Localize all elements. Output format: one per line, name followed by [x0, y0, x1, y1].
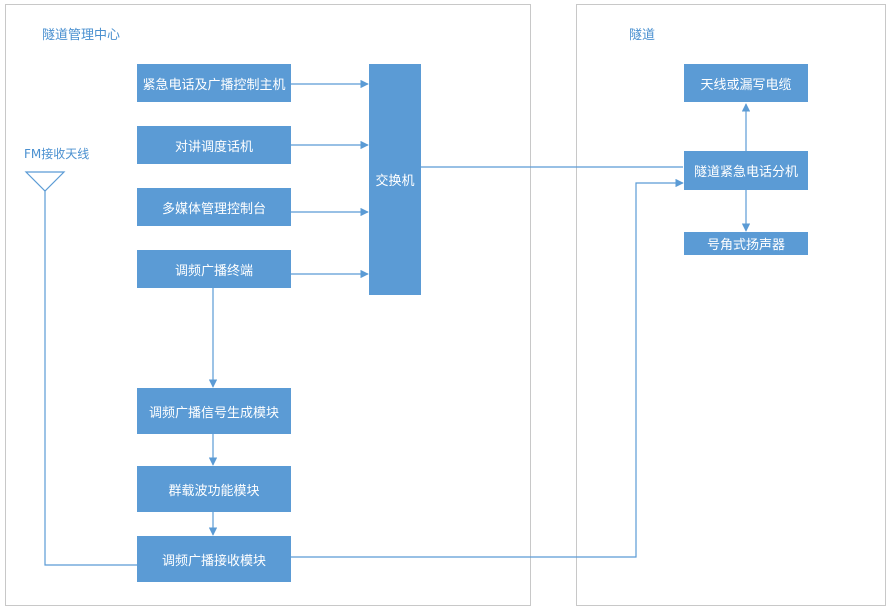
antenna-label: FM接收天线 [24, 147, 90, 161]
intercom-box: 对讲调度话机 [137, 126, 291, 164]
line-antenna-to-receiver [44, 190, 137, 566]
switch-box: 交换机 [369, 64, 421, 295]
management-center-title: 隧道管理中心 [42, 28, 121, 43]
antenna-cable-box: 天线或漏写电缆 [684, 64, 808, 102]
tunnel-title: 隧道 [629, 28, 656, 43]
tunnel-emergency-phone-box: 隧道紧急电话分机 [684, 151, 808, 190]
antenna-icon [24, 171, 66, 192]
emergency-host-box: 紧急电话及广播控制主机 [137, 64, 291, 102]
fm-terminal-box: 调频广播终端 [137, 250, 291, 288]
multimedia-console-box: 多媒体管理控制台 [137, 188, 291, 226]
fm-receiver-box: 调频广播接收模块 [137, 536, 291, 582]
horn-speaker-box: 号角式扬声器 [684, 232, 808, 255]
fm-signal-generator-box: 调频广播信号生成模块 [137, 388, 291, 434]
tunnel-panel [576, 4, 886, 606]
arrow-receiver-to-tunnel-phone [291, 178, 684, 558]
carrier-module-box: 群载波功能模块 [137, 466, 291, 512]
